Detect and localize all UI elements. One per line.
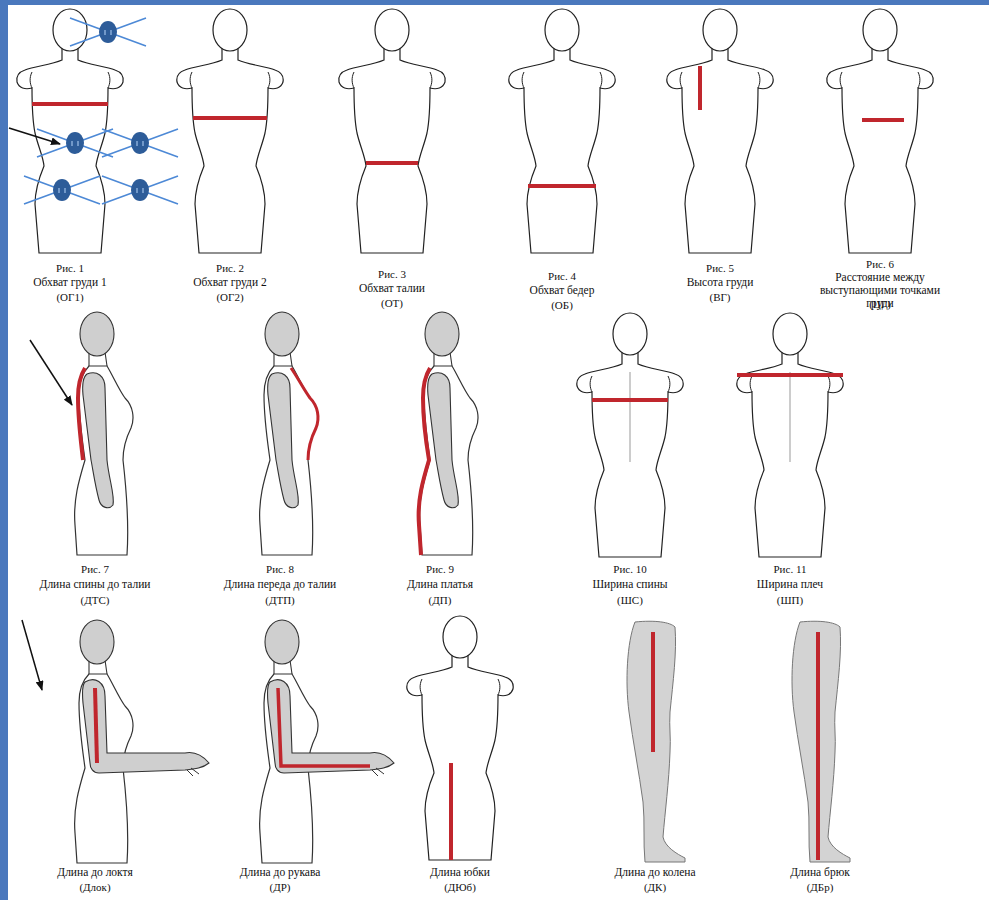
measurement-code: (ЦГ) <box>869 298 891 311</box>
measurement-code: (ДК) <box>644 881 666 894</box>
figure-number: Рис. 8 <box>266 563 294 576</box>
measurement-code: (ОГ1) <box>56 291 83 304</box>
measurement-code: (ОГ2) <box>216 291 243 304</box>
measurement-code: (Длок) <box>79 881 110 894</box>
measurement-code: (ВГ) <box>709 291 730 304</box>
measurement-name: Обхват бедер <box>530 284 595 297</box>
measurement-code: (ШП) <box>777 594 803 607</box>
measurement-name: Ширина спины <box>592 578 667 591</box>
figure-number: Рис. 3 <box>378 268 406 281</box>
measurement-name: Ширина плеч <box>757 578 823 591</box>
figure-number: Рис. 2 <box>216 262 244 275</box>
measurement-code: (ДТС) <box>81 594 110 607</box>
figure-number: Рис. 11 <box>774 563 807 576</box>
measurement-name: Длина до рукава <box>240 866 321 879</box>
measurement-name: Длина спины до талии <box>40 578 151 591</box>
measurement-code: (ДТП) <box>265 594 295 607</box>
measurement-name: Длина юбки <box>430 866 490 879</box>
measurement-code: (ДР) <box>270 881 291 894</box>
measurement-code: (ШС) <box>617 594 643 607</box>
measurement-name: Обхват груди 2 <box>193 276 266 289</box>
measurement-name: Длина платья <box>407 578 473 591</box>
measurement-code: (ОТ) <box>381 297 403 310</box>
measurement-name: Длина до локтя <box>57 866 132 879</box>
measurement-code: (ДЮб) <box>444 881 476 894</box>
measurement-name: Высота груди <box>687 276 754 289</box>
figure-number: Рис. 1 <box>56 262 84 275</box>
measurement-name: Обхват груди 1 <box>33 276 106 289</box>
figure-number: Рис. 4 <box>548 270 576 283</box>
measurement-code: (ОБ) <box>551 299 573 312</box>
figure-number: Рис. 10 <box>613 563 646 576</box>
measurement-name: Длина брюк <box>790 866 850 879</box>
measurement-name: Длина переда до талии <box>224 578 337 591</box>
figure-number: Рис. 5 <box>706 262 734 275</box>
measurement-code: (ДБр) <box>807 881 834 894</box>
measurement-name: Длина до колена <box>614 866 695 879</box>
figure-number: Рис. 9 <box>426 563 454 576</box>
figure-number: Рис. 7 <box>81 563 109 576</box>
measurement-name: Обхват талии <box>359 282 425 295</box>
figure-number: Рис. 6 <box>866 258 894 271</box>
measurement-code: (ДП) <box>429 594 452 607</box>
